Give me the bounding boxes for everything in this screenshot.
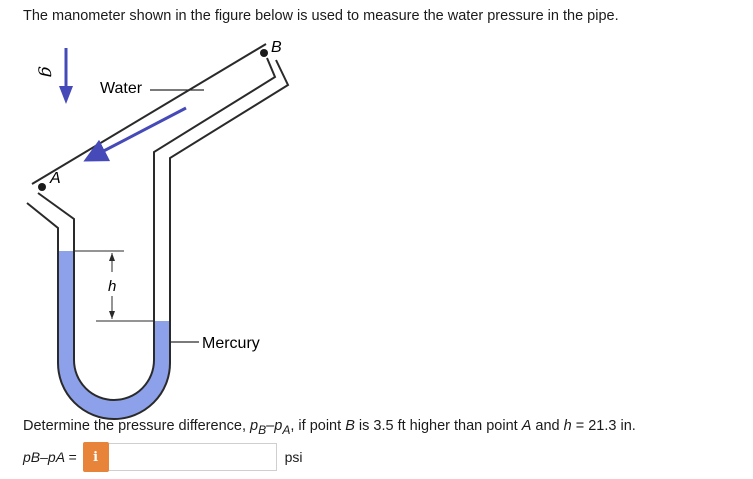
question-part-1: Determine the pressure difference, <box>23 418 251 434</box>
question-text: Determine the pressure difference, pB–pA… <box>23 418 636 437</box>
question-h: h <box>563 418 572 434</box>
flow-arrow <box>83 106 187 162</box>
sub-a: A <box>282 422 291 437</box>
gravity-label: g <box>37 66 58 78</box>
point-b-dot <box>260 49 268 57</box>
answer-unit: psi <box>284 449 303 465</box>
manometer-outer-wall <box>26 59 290 420</box>
sub-b: B <box>258 422 267 437</box>
mercury-label: Mercury <box>202 335 260 352</box>
question-point-a: A <box>521 418 532 434</box>
gravity-arrow <box>59 48 73 104</box>
pipe-upper-wall <box>31 43 267 185</box>
water-label: Water <box>100 80 143 97</box>
minus-sign: – <box>266 418 275 434</box>
mercury-fill <box>58 251 170 419</box>
answer-label: pB–pA = <box>23 449 77 465</box>
h-label: h <box>108 278 116 295</box>
h-dimension <box>74 250 154 322</box>
question-part-5: = 21.3 in. <box>571 418 636 434</box>
question-part-3: is 3.5 ft higher than point <box>354 418 522 434</box>
var-p-b: p <box>250 418 259 434</box>
var-p-a: p <box>274 418 283 434</box>
point-b-label: B <box>271 39 282 56</box>
question-point-b: B <box>345 418 355 434</box>
info-icon[interactable]: i <box>82 442 109 472</box>
problem-prompt: The manometer shown in the figure below … <box>23 8 619 24</box>
point-a-label: A <box>49 170 61 187</box>
question-part-2: , if point <box>290 418 346 434</box>
answer-row: pB–pA = i psi <box>23 441 303 473</box>
manometer-inner-wall <box>37 57 277 401</box>
answer-input[interactable] <box>108 443 277 471</box>
point-a-dot <box>38 183 46 191</box>
question-part-4: and <box>531 418 564 434</box>
